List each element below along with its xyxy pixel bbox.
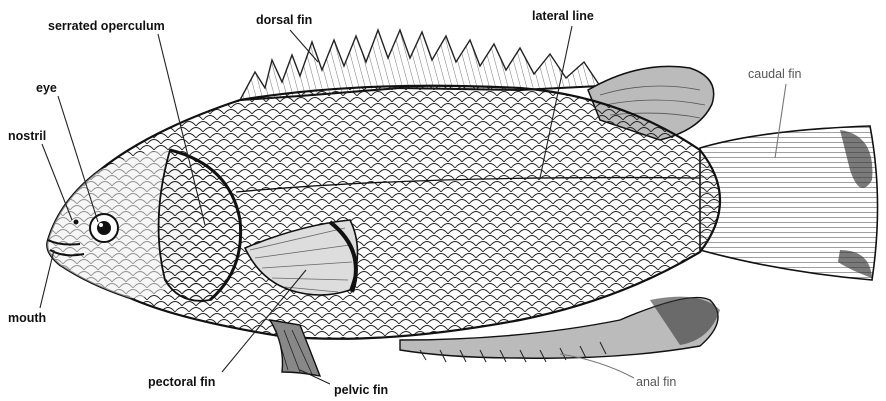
label-mouth: mouth [8,311,46,325]
label-nostril: nostril [8,129,46,143]
label-dorsal-fin: dorsal fin [256,13,312,27]
label-anal-fin: anal fin [636,375,676,389]
caudal-fin [700,126,878,280]
label-pectoral-fin: pectoral fin [148,375,215,389]
label-pelvic-fin: pelvic fin [334,383,388,397]
eye [90,214,118,242]
label-serrated-operculum: serrated operculum [48,19,165,33]
label-eye: eye [36,81,57,95]
leader-mouth [40,250,54,308]
leader-nostril [42,144,72,220]
label-caudal-fin: caudal fin [748,67,802,81]
nostril [74,220,79,225]
label-lateral-line: lateral line [532,9,594,23]
